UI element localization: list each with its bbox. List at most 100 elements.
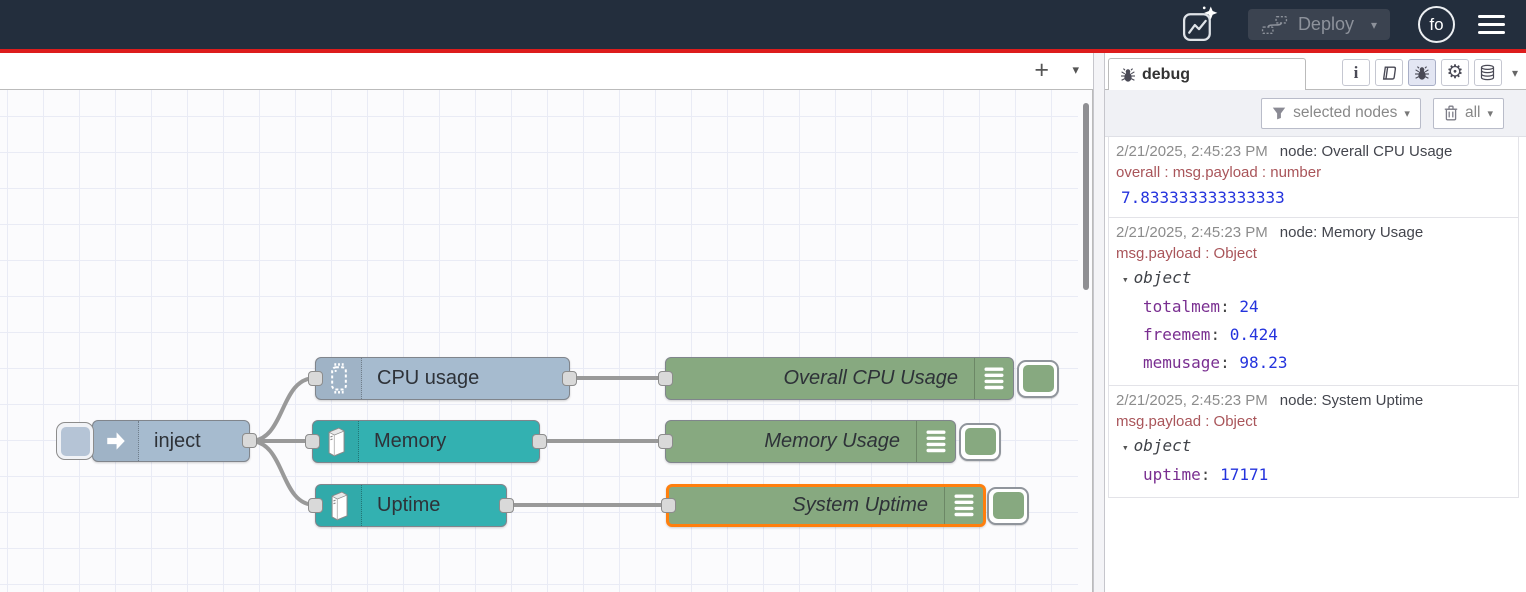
- user-avatar[interactable]: fo: [1418, 6, 1455, 43]
- node-label: Overall CPU Usage: [783, 367, 958, 389]
- node-port-in[interactable]: [308, 370, 323, 386]
- node-port-in[interactable]: [305, 433, 320, 449]
- node-port-in[interactable]: [308, 497, 323, 513]
- filter-label: selected nodes: [1293, 104, 1398, 121]
- node-port-out[interactable]: [499, 497, 514, 513]
- property-value: 98.23: [1239, 353, 1288, 372]
- sidebar-tab-info[interactable]: i: [1341, 59, 1370, 86]
- property-value: 0.424: [1229, 325, 1278, 344]
- inject-trigger-button[interactable]: [56, 422, 94, 460]
- debug-tab-label: debug: [1142, 65, 1190, 83]
- app-header: Deploy ▾ fo: [0, 0, 1526, 49]
- trash-icon: [1444, 105, 1458, 121]
- database-icon: [1479, 64, 1496, 81]
- flow-list-caret-icon[interactable]: ▾: [1072, 62, 1079, 77]
- flow-node-debug-overall-cpu[interactable]: Overall CPU Usage: [658, 357, 1059, 400]
- add-flow-button[interactable]: +: [1034, 56, 1049, 84]
- menu-icon[interactable]: [1478, 14, 1505, 35]
- wire[interactable]: [248, 376, 317, 443]
- debug-toggle-fill: [964, 428, 996, 455]
- clear-label: all: [1464, 104, 1481, 121]
- object-property: freemem: 0.424: [1143, 325, 1278, 344]
- canvas-scrollbar-thumb[interactable]: [1083, 103, 1089, 290]
- debug-toggle-button[interactable]: [959, 422, 1001, 461]
- message-meta: 2/21/2025, 2:45:23 PM node: Memory Usage: [1116, 223, 1512, 243]
- wires-layer: [248, 375, 668, 508]
- flow-node-inject[interactable]: inject: [56, 420, 257, 462]
- workspace-tabbar: + ▾: [0, 53, 1093, 90]
- sidebar-tab-help[interactable]: [1374, 59, 1403, 86]
- header-accent-line: [0, 49, 1526, 53]
- object-property: memusage: 98.23: [1143, 353, 1288, 372]
- node-port-out[interactable]: [562, 370, 577, 386]
- deploy-label: Deploy: [1297, 14, 1354, 34]
- flow-node-debug-memory-usage[interactable]: Memory Usage: [658, 420, 1001, 463]
- debug-output-icon: [916, 421, 955, 462]
- object-property: uptime: 17171: [1143, 465, 1269, 484]
- collapse-caret-icon[interactable]: ▾: [1122, 441, 1129, 454]
- debug-message: 2/21/2025, 2:45:23 PM node: System Uptime…: [1109, 386, 1518, 498]
- sidebar-tab-context[interactable]: [1473, 59, 1502, 86]
- message-property-path: overall : msg.payload : number: [1116, 164, 1322, 181]
- debug-toggle-fill: [992, 492, 1024, 519]
- sidebar-tab-debug[interactable]: [1407, 59, 1436, 86]
- node-port-in[interactable]: [658, 433, 673, 449]
- message-payload-value: 7.833333333333333: [1121, 188, 1285, 207]
- debug-message: 2/21/2025, 2:45:23 PM node: Memory Usage m…: [1109, 218, 1518, 386]
- sidebar-caret-icon[interactable]: ▾: [1511, 65, 1518, 80]
- node-label: Memory Usage: [764, 430, 900, 452]
- caret-down-icon: ▾: [1404, 107, 1410, 120]
- message-source-node: node: System Uptime: [1279, 392, 1424, 409]
- flow-node-uptime[interactable]: Uptime: [308, 484, 514, 527]
- bug-icon: [1120, 67, 1136, 83]
- sidebar-resizer[interactable]: [1093, 53, 1105, 592]
- sidebar-tab-tools: i: [1341, 59, 1518, 86]
- flow-node-cpu-usage[interactable]: CPU usage: [308, 357, 577, 400]
- message-meta: 2/21/2025, 2:45:23 PM node: System Uptime: [1116, 391, 1512, 411]
- flow-node-memory[interactable]: Memory: [305, 420, 547, 463]
- sidebar-tabbar: debug i: [1105, 53, 1526, 90]
- object-label: object: [1133, 436, 1192, 455]
- node-port-out[interactable]: [532, 433, 547, 449]
- node-port-out[interactable]: [242, 433, 257, 448]
- debug-toggle-button[interactable]: [1017, 359, 1059, 398]
- wire[interactable]: [248, 439, 317, 507]
- node-port-in[interactable]: [658, 370, 673, 386]
- debug-toolbar: selected nodes ▾ all ▾: [1105, 90, 1526, 137]
- object-header: ▾object: [1116, 264, 1512, 293]
- gear-icon: ⚙: [1446, 62, 1464, 83]
- message-property-path: msg.payload : Object: [1116, 245, 1257, 262]
- message-timestamp: 2/21/2025, 2:45:23 PM: [1116, 224, 1268, 241]
- inject-arrow-icon: [93, 421, 139, 461]
- message-property-path: msg.payload : Object: [1116, 413, 1257, 430]
- microchip-icon: [316, 358, 362, 399]
- flow-node-debug-system-uptime[interactable]: System Uptime: [661, 484, 1029, 527]
- caret-down-icon: ▾: [1487, 107, 1493, 120]
- message-source-node: node: Memory Usage: [1279, 224, 1424, 241]
- collapse-caret-icon[interactable]: ▾: [1122, 273, 1129, 286]
- sidebar: debug i: [1105, 53, 1526, 592]
- bug-icon: [1414, 65, 1430, 81]
- debug-toggle-button[interactable]: [987, 486, 1029, 525]
- clear-all-button[interactable]: all ▾: [1432, 97, 1504, 129]
- info-icon: i: [1353, 62, 1359, 82]
- funnel-icon: [1272, 106, 1286, 120]
- ai-assistant-icon[interactable]: [1181, 5, 1218, 44]
- node-port-in[interactable]: [661, 497, 676, 513]
- sidebar-tab-config[interactable]: ⚙: [1440, 59, 1469, 86]
- tab-debug[interactable]: debug: [1108, 58, 1306, 90]
- server-icon: [313, 421, 359, 462]
- deploy-button[interactable]: Deploy ▾: [1247, 9, 1390, 40]
- debug-output-icon: [974, 358, 1013, 399]
- book-icon: [1380, 65, 1398, 81]
- deploy-caret-icon[interactable]: ▾: [1370, 17, 1377, 32]
- message-timestamp: 2/21/2025, 2:45:23 PM: [1116, 392, 1268, 409]
- property-key: memusage: [1143, 353, 1221, 372]
- property-key: freemem: [1143, 325, 1211, 344]
- filter-selected-nodes-button[interactable]: selected nodes ▾: [1261, 97, 1421, 129]
- avatar-initials: fo: [1429, 14, 1444, 34]
